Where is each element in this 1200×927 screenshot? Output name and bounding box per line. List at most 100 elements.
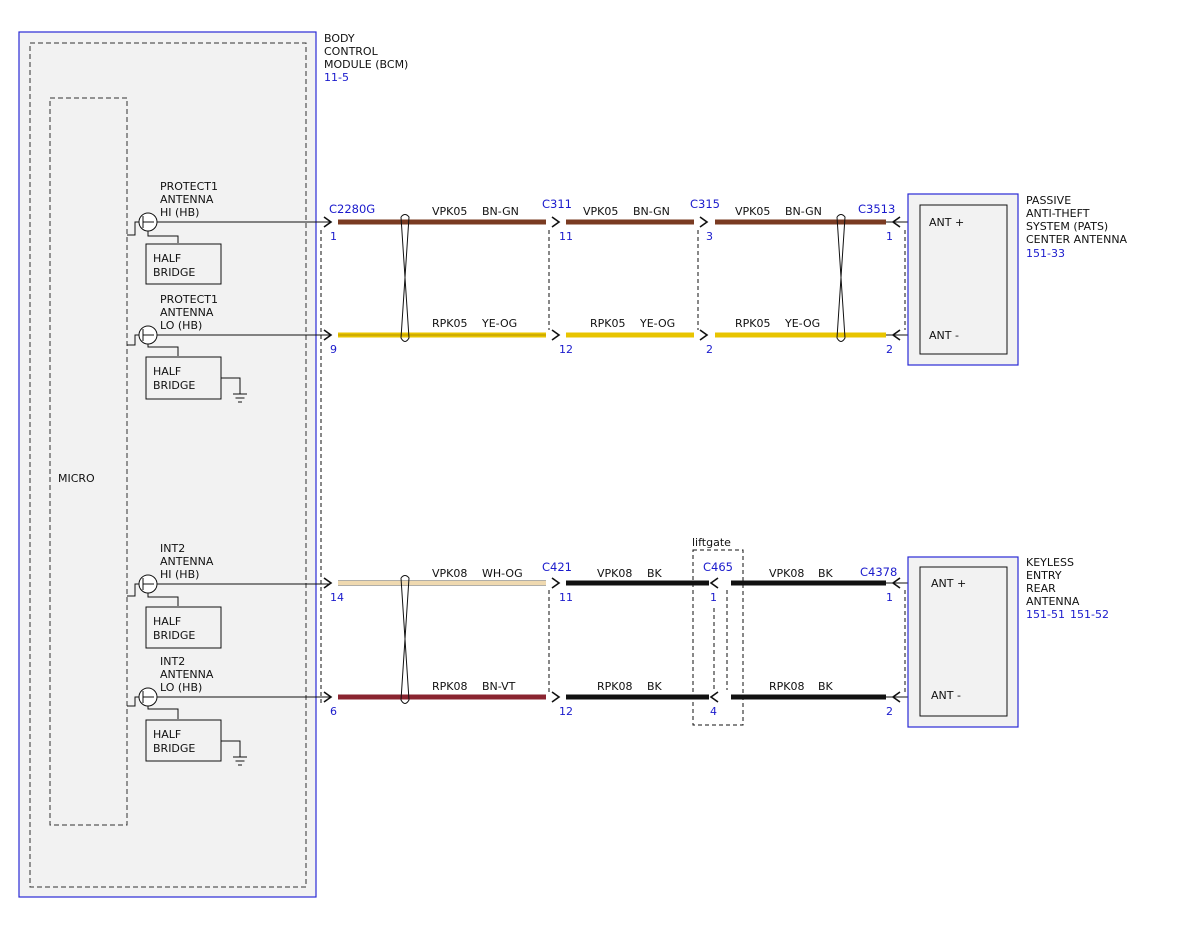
svg-text:BK: BK (818, 567, 834, 580)
connector-c311[interactable]: C311 (542, 197, 572, 211)
pats-label-1: PASSIVE (1026, 194, 1071, 207)
ground-icon (221, 740, 247, 766)
wire-labels: VPK05 BN-GN VPK05 BN-GN VPK05 BN-GN RPK05 YE… (432, 205, 834, 693)
micro-box (49, 97, 128, 826)
connector-c2280g[interactable]: C2280G (329, 202, 375, 216)
half-bridge-label-2: BRIDGE (153, 379, 195, 392)
half-bridge-label-1: HALF (153, 615, 181, 628)
twisted-pair-marks (400, 214, 846, 704)
keyless-label-1: KEYLESS (1026, 556, 1074, 569)
driver-label-line1: INT2 (160, 542, 185, 555)
svg-text:WH-OG: WH-OG (482, 567, 523, 580)
bcm-module-box (18, 31, 317, 898)
pin-number: 1 (710, 591, 717, 604)
ground-icon (221, 377, 247, 403)
pin-number: 4 (710, 705, 717, 718)
keyless-label-2: ENTRY (1026, 569, 1062, 582)
pats-center-antenna: ANT + ANT - PASSIVE ANTI-THEFT SYSTEM (P… (907, 193, 1128, 366)
pin-number: 11 (559, 230, 573, 243)
keyless-ref-link-1[interactable]: 151-51 (1026, 608, 1065, 621)
pin-number: 14 (330, 591, 344, 604)
pats-pin-neg: ANT - (929, 329, 959, 342)
pin-number: 1 (330, 230, 337, 243)
connector-c315[interactable]: C315 (690, 197, 720, 211)
pin-number: 12 (559, 705, 573, 718)
driver-label-line1: PROTECT1 (160, 293, 218, 306)
driver-int2-lo: INT2 ANTENNA LO (HB) HALF BRIDGE (127, 655, 247, 766)
connector-c3513[interactable]: C3513 (858, 202, 895, 216)
svg-text:BN-GN: BN-GN (633, 205, 670, 218)
half-bridge-label-2: BRIDGE (153, 266, 195, 279)
pin-number: 1 (886, 230, 893, 243)
half-bridge-box (145, 356, 222, 400)
driver-label-line2: ANTENNA (160, 555, 214, 568)
svg-text:VPK08: VPK08 (432, 567, 467, 580)
svg-text:BN-GN: BN-GN (785, 205, 822, 218)
driver-label-line2: ANTENNA (160, 668, 214, 681)
pin-number: 3 (706, 230, 713, 243)
connector-dashed-lines (320, 230, 906, 705)
bcm-inner-dashed-box (29, 42, 307, 888)
svg-text:BK: BK (647, 680, 663, 693)
liftgate-label: liftgate (692, 536, 731, 549)
half-bridge-box (145, 719, 222, 762)
connector-c465[interactable]: C465 (703, 560, 733, 574)
connector-chevrons (323, 216, 901, 703)
svg-text:VPK08: VPK08 (597, 567, 632, 580)
svg-text:VPK08: VPK08 (769, 567, 804, 580)
half-bridge-box (145, 243, 222, 285)
bcm-title-line3: MODULE (BCM) (324, 58, 408, 71)
half-bridge-label-1: HALF (153, 365, 181, 378)
driver-label-line3: HI (HB) (160, 206, 199, 219)
svg-text:RPK05: RPK05 (432, 317, 468, 330)
driver-label-line1: INT2 (160, 655, 185, 668)
connector-c4378[interactable]: C4378 (860, 565, 897, 579)
connector-c421[interactable]: C421 (542, 560, 572, 574)
driver-protect1-lo: PROTECT1 ANTENNA LO (HB) HALF BRIDGE (127, 293, 247, 403)
bcm-title-line2: CONTROL (324, 45, 379, 58)
half-bridge-box (145, 606, 222, 649)
pin-number: 2 (706, 343, 713, 356)
driver-label-line3: LO (HB) (160, 319, 202, 332)
pats-label-3: SYSTEM (PATS) (1026, 220, 1108, 233)
keyless-label-3: REAR (1026, 582, 1056, 595)
svg-text:YE-OG: YE-OG (639, 317, 675, 330)
driver-label-line3: LO (HB) (160, 681, 202, 694)
driver-int2-hi: INT2 ANTENNA HI (HB) HALF BRIDGE (127, 542, 222, 649)
svg-text:VPK05: VPK05 (432, 205, 467, 218)
half-bridge-label-2: BRIDGE (153, 742, 195, 755)
pats-label-2: ANTI-THEFT (1026, 207, 1090, 220)
svg-text:RPK05: RPK05 (735, 317, 771, 330)
svg-text:VPK05: VPK05 (583, 205, 618, 218)
keyless-entry-rear-antenna: ANT + ANT - KEYLESS ENTRY REAR ANTENNA 1… (907, 556, 1109, 728)
micro-label: MICRO (58, 472, 95, 485)
pin-number: 12 (559, 343, 573, 356)
half-bridge-label-2: BRIDGE (153, 629, 195, 642)
pats-pin-pos: ANT + (929, 216, 964, 229)
wire-row-vpk08 (338, 580, 920, 586)
half-bridge-label-1: HALF (153, 728, 181, 741)
pin-number: 2 (886, 343, 893, 356)
svg-text:YE-OG: YE-OG (784, 317, 820, 330)
pats-label-4: CENTER ANTENNA (1026, 233, 1128, 246)
keyless-ref-link-2[interactable]: 151-52 (1070, 608, 1109, 621)
svg-text:BN-VT: BN-VT (482, 680, 516, 693)
pin-number: 6 (330, 705, 337, 718)
keyless-label-4: ANTENNA (1026, 595, 1080, 608)
svg-text:RPK08: RPK08 (769, 680, 805, 693)
keyless-pin-pos: ANT + (931, 577, 966, 590)
svg-text:BK: BK (647, 567, 663, 580)
half-bridge-label-1: HALF (153, 252, 181, 265)
svg-text:VPK05: VPK05 (735, 205, 770, 218)
driver-label-line2: ANTENNA (160, 193, 214, 206)
driver-protect1-hi: PROTECT1 ANTENNA HI (HB) HALF BRIDGE (127, 180, 222, 285)
pats-ref-link[interactable]: 151-33 (1026, 247, 1065, 260)
bcm-ref-link[interactable]: 11-5 (324, 71, 349, 84)
pin-number: 1 (886, 591, 893, 604)
svg-text:YE-OG: YE-OG (481, 317, 517, 330)
keyless-pin-neg: ANT - (931, 689, 961, 702)
driver-label-line1: PROTECT1 (160, 180, 218, 193)
svg-text:BN-GN: BN-GN (482, 205, 519, 218)
pin-number: 2 (886, 705, 893, 718)
